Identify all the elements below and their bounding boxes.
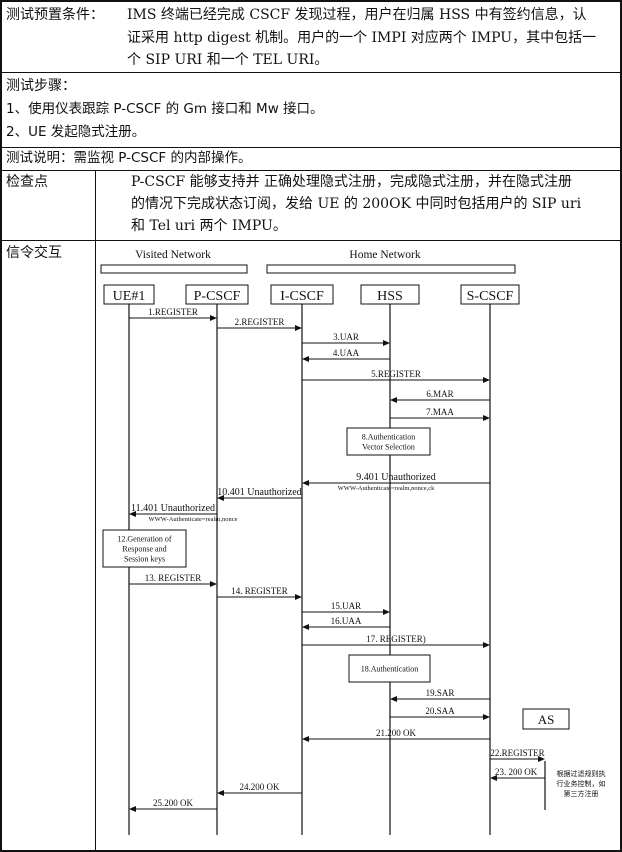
precondition-line: 个 SIP URI 和一个 TEL URI。 xyxy=(127,52,329,68)
arrowhead xyxy=(302,736,309,742)
arrowhead xyxy=(302,480,309,486)
as-label: AS xyxy=(538,712,555,727)
entity-box xyxy=(185,284,249,305)
row-divider xyxy=(0,170,622,171)
arrowhead xyxy=(483,377,490,383)
process-box-label: Response and xyxy=(122,545,166,554)
message-label: 15.UAR xyxy=(331,601,361,611)
as-note: 根据过滤规则执 xyxy=(557,769,606,778)
process-box-label: 8.Authentication xyxy=(362,433,416,442)
network-bar xyxy=(266,264,516,274)
arrowhead xyxy=(129,511,136,517)
entity-box xyxy=(460,284,520,305)
arrowhead xyxy=(217,495,224,501)
message-label: 6.MAR xyxy=(426,389,453,399)
as-note: 第三方注册 xyxy=(564,789,599,798)
entity-box xyxy=(103,284,155,305)
message-label: 14. REGISTER xyxy=(231,586,288,596)
message-label: 25.200 OK xyxy=(153,798,193,808)
message-label: 2.REGISTER xyxy=(235,317,285,327)
message-label: 5.REGISTER xyxy=(371,369,421,379)
checkpoint-line: P-CSCF 能够支持并 正确处理隐式注册，完成隐式注册，并在隐式注册 xyxy=(131,174,573,190)
row-divider xyxy=(0,240,622,241)
steps-label: 测试步骤： xyxy=(6,78,76,94)
arrowhead xyxy=(483,642,490,648)
table-border-left xyxy=(0,0,2,852)
network-bar xyxy=(100,264,248,274)
table-border-top xyxy=(0,0,622,2)
entity-box xyxy=(270,284,334,305)
checkpoint-label: 检查点 xyxy=(6,174,48,190)
network-label: Home Network xyxy=(349,249,420,261)
precondition-line: IMS 终端已经完成 CSCF 发现过程，用户在归属 HSS 中有签约信息，认 xyxy=(127,7,587,23)
checkpoint-line: 和 Tel uri 两个 IMPU。 xyxy=(131,218,287,234)
message-label: 11.401 Unauthorized xyxy=(131,503,215,514)
message-label: 1.REGISTER xyxy=(148,307,198,317)
entity-label: S-CSCF xyxy=(467,289,514,304)
table-border-bottom xyxy=(0,850,622,852)
message-label: 3.UAR xyxy=(333,332,359,342)
test-description: 测试说明：需监视 P-CSCF 的内部操作。 xyxy=(6,150,252,166)
network-label: Visited Network xyxy=(135,249,211,261)
message-label: 10.401 Unauthorized xyxy=(217,487,301,498)
arrowhead xyxy=(390,696,397,702)
arrowhead xyxy=(210,581,217,587)
arrowhead xyxy=(129,806,136,812)
entity-label: I-CSCF xyxy=(280,289,324,304)
process-box-label: Session keys xyxy=(124,555,165,564)
process-box-label: 18.Authentication xyxy=(361,665,419,674)
precondition-line: 证采用 http digest 机制。用户的一个 IMPI 对应两个 IMPU，… xyxy=(127,30,597,46)
message-label: 24.200 OK xyxy=(240,782,280,792)
entity-label: P-CSCF xyxy=(194,289,241,304)
message-label: 20.SAA xyxy=(425,706,455,716)
arrowhead xyxy=(538,756,545,762)
arrowhead xyxy=(302,356,309,362)
entity-label: HSS xyxy=(377,289,403,304)
message-label: 4.UAA xyxy=(333,348,360,358)
arrowhead xyxy=(383,609,390,615)
step-item: 2、UE 发起隐式注册。 xyxy=(6,124,146,140)
arrowhead xyxy=(390,397,397,403)
arrowhead xyxy=(295,594,302,600)
process-box-label: 12.Generation of xyxy=(117,535,172,544)
column-divider xyxy=(95,170,96,852)
process-box xyxy=(102,529,187,568)
arrowhead xyxy=(483,714,490,720)
message-label: 13. REGISTER xyxy=(145,573,202,583)
table-border-right xyxy=(620,0,622,852)
message-label: 21.200 OK xyxy=(376,728,416,738)
process-box xyxy=(346,427,431,456)
process-box-label: Vector Selection xyxy=(362,443,415,452)
entity-box xyxy=(360,284,420,305)
process-box xyxy=(348,654,431,683)
as-box xyxy=(522,708,570,730)
signaling-label: 信令交互 xyxy=(6,245,62,261)
message-label: 7.MAA xyxy=(426,407,454,417)
row-divider xyxy=(0,147,622,148)
row-divider xyxy=(0,72,622,73)
arrowhead xyxy=(217,790,224,796)
message-label: 22.REGISTER xyxy=(490,748,544,758)
message-label: 16.UAA xyxy=(331,616,362,626)
message-label: 23. 200 OK xyxy=(495,767,538,777)
arrowhead xyxy=(483,415,490,421)
arrowhead xyxy=(295,325,302,331)
step-item: 1、使用仪表跟踪 P-CSCF 的 Gm 接口和 Mw 接口。 xyxy=(6,101,324,117)
precondition-label: 测试预置条件： xyxy=(6,7,104,23)
arrowhead xyxy=(490,775,497,781)
entity-label: UE#1 xyxy=(113,289,146,304)
as-note: 行业务控制，如 xyxy=(557,779,606,788)
message-label: 17. REGISTER) xyxy=(366,634,426,644)
arrowhead xyxy=(210,315,217,321)
arrowhead xyxy=(383,340,390,346)
message-sublabel: WWW-Authenticate=realm,nonce xyxy=(148,516,237,523)
arrowhead xyxy=(302,624,309,630)
message-sublabel: WWW-Authenticate=realm,nonce,ck xyxy=(338,485,436,492)
message-label: 19.SAR xyxy=(426,688,455,698)
checkpoint-line: 的情况下完成状态订阅，发给 UE 的 200OK 中同时包括用户的 SIP ur… xyxy=(131,196,582,212)
message-label: 9.401 Unauthorized xyxy=(356,472,435,483)
